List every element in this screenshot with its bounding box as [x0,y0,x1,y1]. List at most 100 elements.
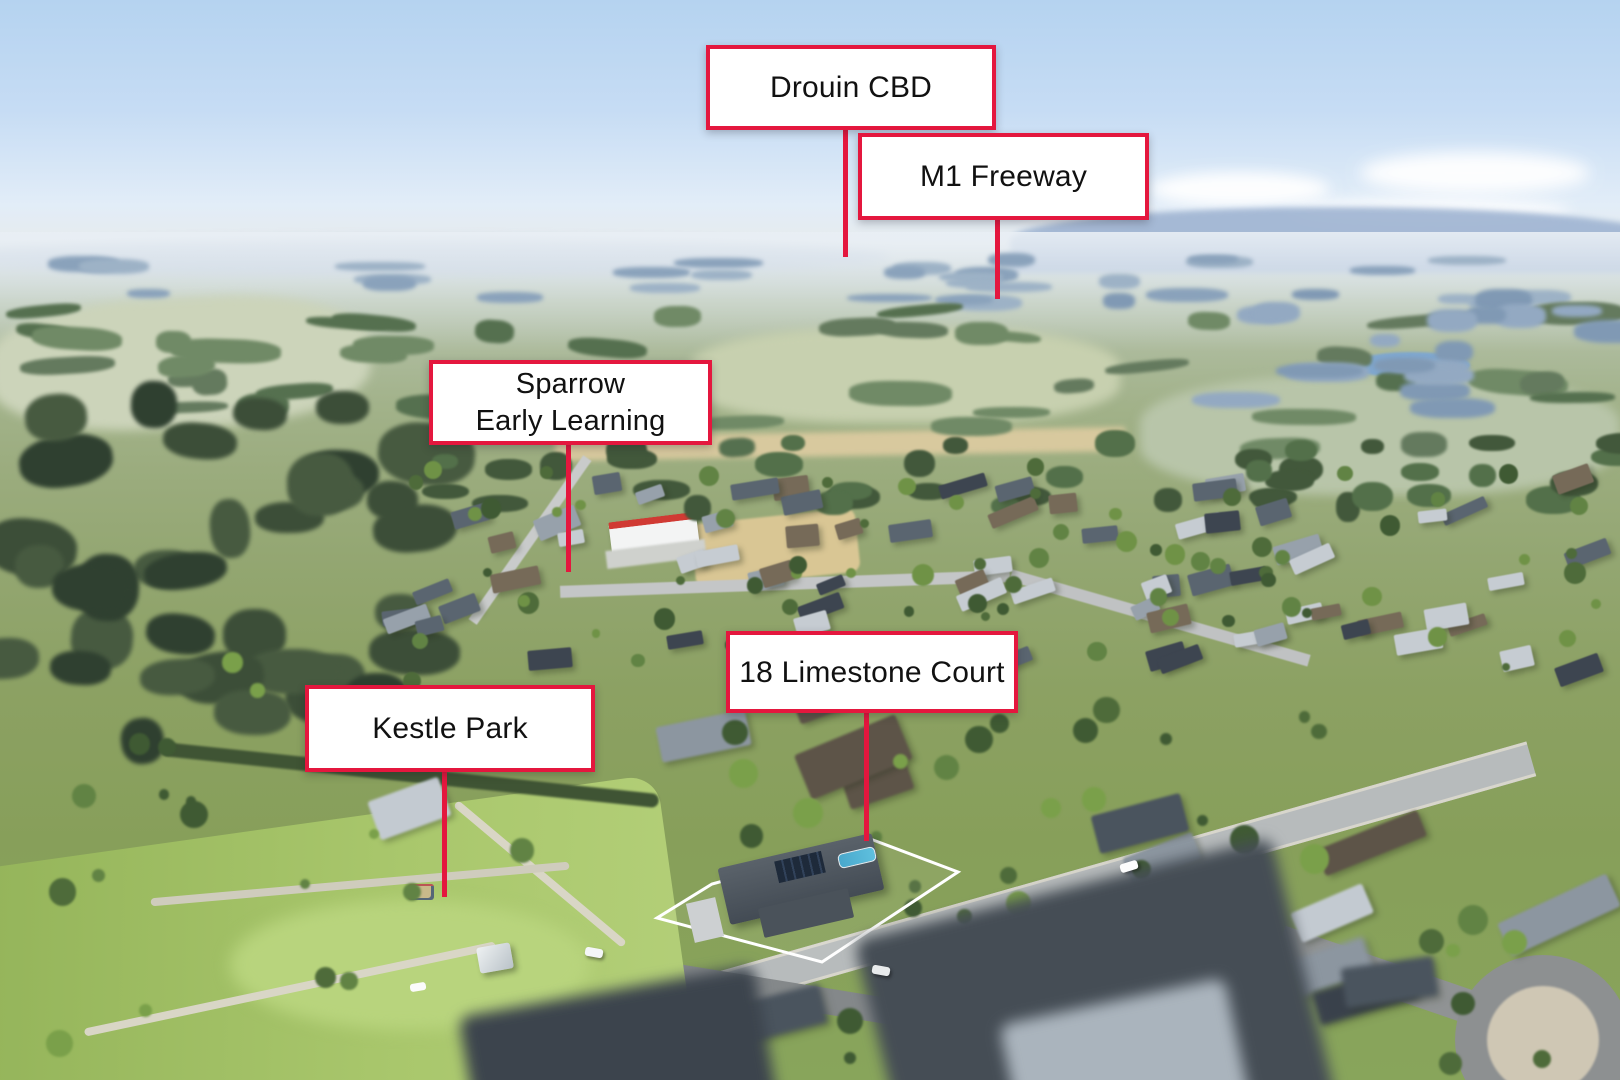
decor-hazy-trees [1291,289,1339,300]
decor-tree-band [421,483,470,500]
decor-tree-band [1361,438,1384,454]
leader-line-drouin-cbd [843,128,848,257]
decor-tree [746,576,764,594]
callout-m1-freeway-label: M1 Freeway [919,160,1088,193]
decor-hazy-trees [1369,333,1400,348]
decor-tree [1004,575,1023,594]
decor-tree [1302,608,1313,618]
decor-hazy-trees [1373,357,1435,374]
decor-tree-band [484,459,533,480]
decor-distant-trees [934,294,993,306]
decor-tree [836,1007,863,1035]
decor-tree [999,867,1017,884]
decor-tree [408,475,424,490]
decor-tree [1281,597,1301,617]
property-driveway [685,897,725,943]
callout-drouin-cbd-label: Drouin CBD [769,71,933,104]
decor-tree [483,568,493,578]
decor-tree-band [1095,430,1135,457]
decor-tree [934,755,960,781]
decor-tree [1191,552,1210,571]
callout-kestle-park-label: Kestle Park [372,712,528,745]
decor-tree [859,519,870,529]
callout-limestone-court-label: 18 Limestone Court [739,655,1005,689]
decor-tree-band [781,434,806,452]
decor-tree [1196,814,1209,827]
decor-distant-trees [362,276,417,291]
decor-tree [739,823,764,848]
leader-line-sparrow-early-learning [566,443,571,572]
decor-tree [781,598,798,615]
decor-tree [1222,614,1235,628]
decor-tree-band [815,491,854,515]
decor-tree [314,967,336,989]
decor-tree-band [1045,466,1083,488]
decor-tree [821,476,833,488]
callout-m1-freeway: M1 Freeway [858,133,1149,220]
decor-tree [1566,548,1578,560]
decor-hazy-trees [1103,293,1135,309]
decor-tree [1030,487,1042,499]
callout-limestone-court: 18 Limestone Court [726,631,1018,713]
decor-tree [340,972,358,990]
decor-hazy-trees [1191,391,1281,409]
decor-tree [965,725,994,754]
decor-tree [1558,629,1577,648]
decor-tree [159,789,170,800]
callout-sparrow-label-line2: Early Learning [475,404,666,437]
decor-tree [1379,515,1401,537]
decor-tree [1518,554,1531,566]
decor-tree [631,653,645,668]
decor-tree [967,593,987,613]
decor-tree [552,507,562,517]
decor-tree [870,831,883,844]
decor-hazy-trees [1399,381,1471,401]
field [690,328,1120,423]
decor-tree [509,838,535,864]
decor-distant-trees [1437,294,1479,305]
decor-distant-trees [612,267,691,278]
decor-tree [1252,537,1273,558]
decor-tree [1026,458,1045,477]
decor-tree-band [1246,460,1272,482]
decor-tree [468,507,482,522]
decor-tree [1457,905,1488,936]
decor-tree [1502,930,1528,956]
decor-tree [1569,496,1589,515]
decor-tree [728,758,758,788]
decor-tree [1451,991,1475,1015]
decor-tree-band [1400,463,1440,481]
decor-tree [92,869,106,883]
decor-tree [1109,507,1122,520]
decor-tree [1149,588,1167,606]
decor-distant-trees [1427,256,1506,266]
decor-tree [1160,733,1172,745]
decor-tree [139,1004,153,1018]
decor-tree-band [1595,433,1620,455]
decor-distant-trees [966,282,1053,292]
decor-tree [909,880,922,893]
decor-tree [845,568,856,578]
decor-tree [1362,586,1382,607]
leader-line-kestle-park [442,770,447,897]
decor-tree [789,555,808,574]
decor-hazy-trees [1573,320,1620,343]
car [409,981,427,993]
decor-tree [1149,543,1162,556]
decor-tree [1115,531,1138,553]
decor-distant-trees [938,271,1004,282]
decor-tree-band [943,437,969,454]
decor-tree [1299,843,1330,874]
decor-tree [793,797,824,828]
decor-tree [722,719,749,746]
decor-distant-trees [1188,254,1239,264]
decor-tree [698,465,719,486]
decor-tree-band [755,452,804,477]
decor-distant-trees [691,270,752,281]
decor-tree [974,558,987,571]
decor-tree-band [903,449,936,478]
decor-tree [653,607,676,630]
decor-tree [1052,523,1069,540]
